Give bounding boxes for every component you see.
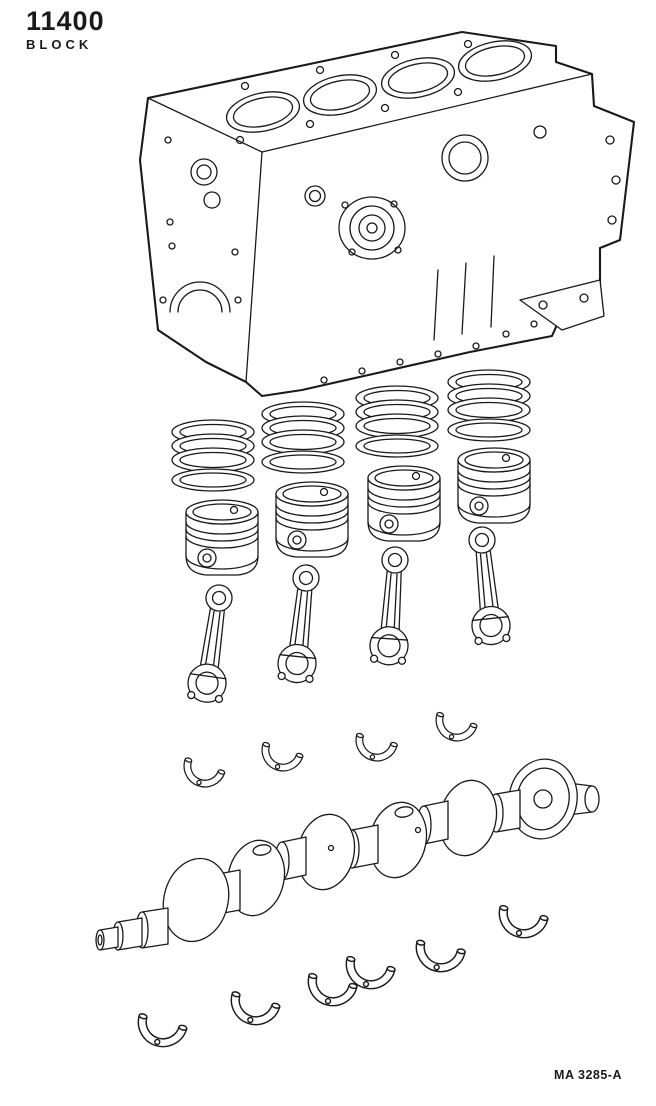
head-bolt-holes bbox=[235, 39, 473, 145]
connecting-rod bbox=[461, 524, 513, 648]
part-header: 11400 BLOCK bbox=[26, 6, 105, 52]
bearing-shell bbox=[350, 732, 399, 767]
part-name: BLOCK bbox=[26, 37, 93, 52]
bearing-shell bbox=[493, 904, 550, 944]
crankshaft-illustration bbox=[95, 758, 600, 951]
ring-set bbox=[447, 369, 531, 442]
cylinder-bores bbox=[225, 40, 533, 133]
bearing-shell bbox=[224, 990, 282, 1032]
ring-set bbox=[355, 385, 439, 458]
piston bbox=[185, 499, 259, 576]
timing-end-details bbox=[159, 136, 242, 313]
piston bbox=[457, 447, 531, 524]
bearing-shell bbox=[411, 938, 467, 977]
ring-set bbox=[261, 401, 345, 474]
bearing-shell bbox=[430, 711, 479, 747]
piston bbox=[275, 481, 349, 558]
connecting-rod bbox=[275, 562, 327, 686]
block-side-details bbox=[433, 125, 621, 341]
cylinder-block-illustration bbox=[138, 30, 636, 398]
bearing-shell bbox=[302, 972, 359, 1012]
oil-pump-boss bbox=[304, 185, 406, 260]
pan-rail-bolt-holes bbox=[320, 320, 538, 384]
connecting-rod bbox=[368, 545, 416, 667]
bearing-shell bbox=[177, 756, 226, 794]
connecting-rod bbox=[184, 581, 241, 706]
piston bbox=[367, 465, 441, 542]
bearing-shell bbox=[256, 741, 305, 777]
bearing-shell bbox=[131, 1012, 189, 1054]
ring-set bbox=[171, 419, 255, 492]
rod-bearing-shells bbox=[177, 711, 479, 794]
figure-code: MA 3285-A bbox=[554, 1068, 622, 1082]
part-number: 11400 bbox=[26, 6, 105, 36]
